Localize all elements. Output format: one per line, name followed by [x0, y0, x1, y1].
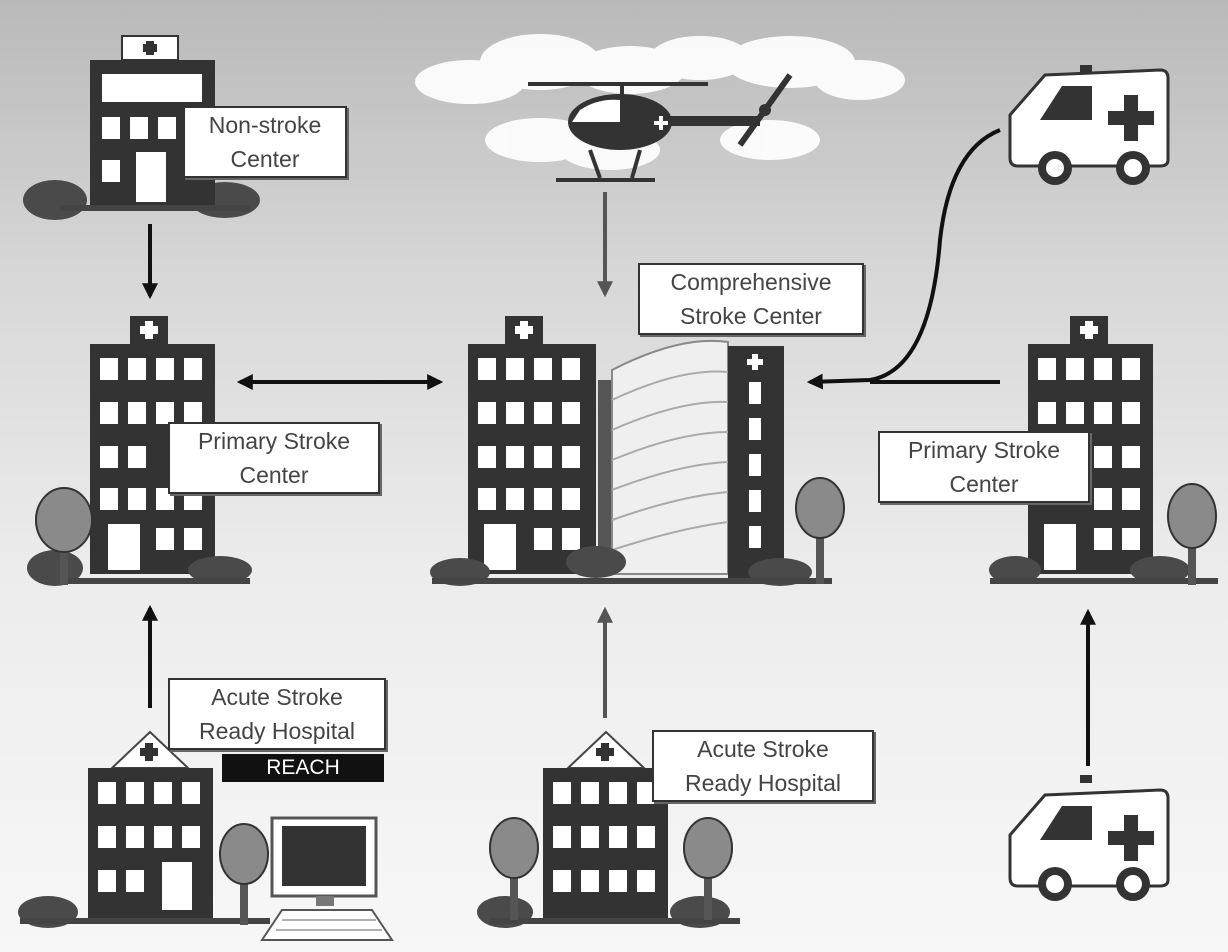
label-line-1: Acute Stroke: [697, 736, 829, 762]
label-line-1: Comprehensive: [670, 269, 832, 295]
ambulance-icon: [1008, 775, 1170, 901]
label-line-1: Non-stroke: [208, 112, 322, 138]
label-non-stroke-center: Non-stroke Center: [183, 106, 347, 178]
computer-icon: [260, 816, 394, 941]
label-line-2: Ready Hospital: [685, 770, 841, 796]
label-acute-stroke-ready-hospital-left: Acute Stroke Ready Hospital: [168, 678, 386, 750]
label-primary-stroke-center-left: Primary Stroke Center: [168, 422, 380, 494]
arrow-ambulance-to-comprehensive: [806, 128, 1001, 390]
comprehensive-stroke-hospital-icon: [430, 316, 832, 586]
cloud-icon: [415, 34, 905, 170]
non-stroke-hospital-icon: [23, 35, 260, 220]
tree-icon: [35, 487, 93, 585]
tree-icon: [489, 817, 733, 920]
label-line-2: Center: [239, 462, 309, 488]
tree-icon: [795, 477, 845, 584]
ambulance-icon: [1008, 65, 1170, 185]
label-line-1: Acute Stroke: [211, 684, 343, 710]
label-line-2: Stroke Center: [680, 303, 822, 329]
label-line-1: Primary Stroke: [197, 428, 351, 454]
primary-stroke-hospital-right-icon: [989, 316, 1218, 584]
tree-icon: [1167, 483, 1217, 585]
label-comprehensive-stroke-center: Comprehensive Stroke Center: [638, 263, 864, 335]
label-line-1: Primary Stroke: [907, 437, 1061, 463]
acute-stroke-ready-hospital-left-icon: [18, 730, 270, 928]
helicopter-icon: [528, 73, 793, 182]
label-acute-stroke-ready-hospital-center: Acute Stroke Ready Hospital: [652, 730, 874, 802]
tree-icon: [219, 823, 269, 925]
reach-badge: REACH: [222, 754, 384, 782]
label-line-2: Ready Hospital: [199, 718, 355, 744]
label-line-2: Center: [949, 471, 1019, 497]
label-primary-stroke-center-right: Primary Stroke Center: [878, 431, 1090, 503]
label-line-2: Center: [230, 146, 300, 172]
acute-stroke-ready-hospital-center-icon: [477, 730, 740, 928]
